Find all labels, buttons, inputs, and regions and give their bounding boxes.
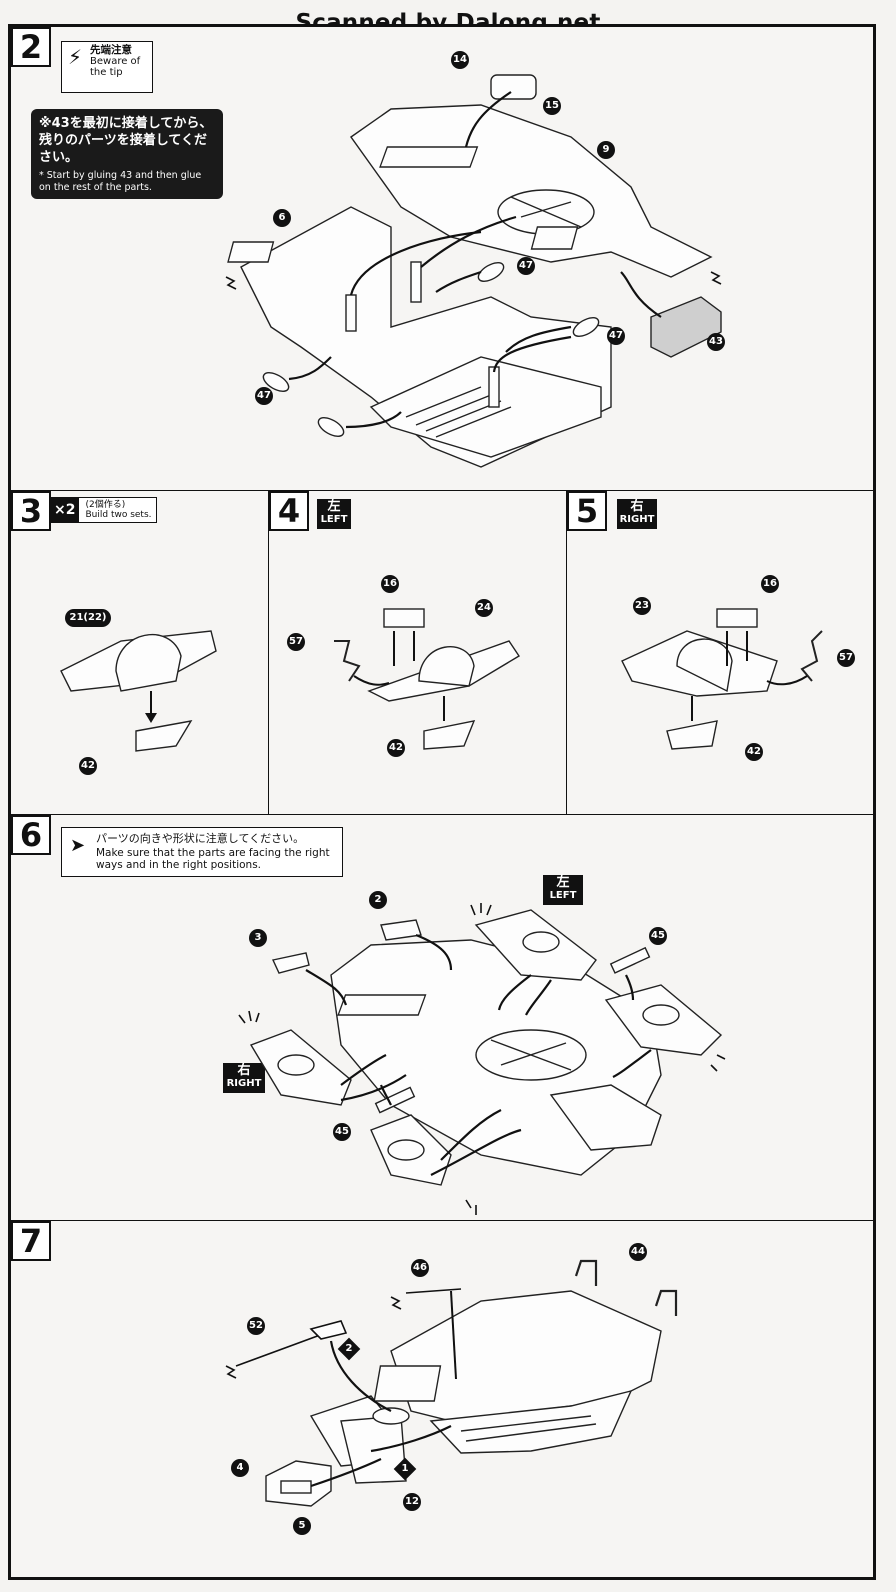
part-label-57: 57 bbox=[287, 633, 305, 651]
part-label-42: 42 bbox=[387, 739, 405, 757]
order-marker-2: 2 bbox=[337, 1337, 361, 1361]
part-label-46: 46 bbox=[411, 1259, 429, 1277]
step-5-diagram bbox=[621, 608, 823, 750]
part-label-3: 3 bbox=[249, 929, 267, 947]
note-en: Make sure that the parts are facing the … bbox=[96, 847, 330, 871]
step-number: 2 bbox=[11, 27, 51, 67]
glue-order-note: ※43を最初に接着してから、残りのパーツを接着してください。 * Start b… bbox=[31, 109, 223, 199]
note-en: Build two sets. bbox=[85, 510, 152, 520]
step-7-panel: 7 bbox=[10, 1220, 874, 1578]
part-label-9: 9 bbox=[597, 141, 615, 159]
part-label-24: 24 bbox=[475, 599, 493, 617]
part-label-15: 15 bbox=[543, 97, 561, 115]
orientation-note: ➤ パーツの向きや形状に注意してください。 Make sure that the… bbox=[61, 827, 343, 877]
caution-jp: 先端注意 bbox=[90, 44, 132, 56]
part-label-45: 45 bbox=[333, 1123, 351, 1141]
pointer-icon: ➤ bbox=[70, 835, 86, 856]
multiplier: ×2 bbox=[50, 497, 80, 523]
step-number: 5 bbox=[567, 491, 607, 531]
step-4-diagram bbox=[334, 608, 520, 750]
step-3-panel: 3 ×2 (2個作る)Build two sets. 21(22) 42 bbox=[10, 490, 270, 816]
part-label-52: 52 bbox=[247, 1317, 265, 1335]
note-jp: ※43を最初に接着してから、残りのパーツを接着してください。 bbox=[39, 116, 213, 165]
part-label-47: 47 bbox=[517, 257, 535, 275]
step-2-panel: 2 ⚡ 先端注意 Beware of the tip ※43を最初に接着してから… bbox=[10, 26, 874, 492]
note-jp: (2個作る) bbox=[85, 500, 126, 510]
part-label-42: 42 bbox=[745, 743, 763, 761]
caution-en: Beware of the tip bbox=[90, 56, 141, 78]
sharp-tip-icon: ⚡ bbox=[68, 45, 83, 69]
part-label-47: 47 bbox=[255, 387, 273, 405]
caution-box: ⚡ 先端注意 Beware of the tip bbox=[61, 41, 153, 93]
part-label-43: 43 bbox=[707, 333, 725, 351]
step-3-diagram bbox=[60, 630, 217, 752]
step-number: 4 bbox=[269, 491, 309, 531]
part-label-6: 6 bbox=[273, 209, 291, 227]
step-7-diagram bbox=[225, 1259, 678, 1507]
step-6-diagram bbox=[238, 903, 726, 1215]
part-label-4: 4 bbox=[231, 1459, 249, 1477]
step-number: 7 bbox=[11, 1221, 51, 1261]
part-label-42: 42 bbox=[79, 757, 97, 775]
part-label-44: 44 bbox=[629, 1243, 647, 1261]
part-label-21-22: 21(22) bbox=[65, 609, 111, 627]
part-label-23: 23 bbox=[633, 597, 651, 615]
build-two-sets-box: ×2 (2個作る)Build two sets. bbox=[49, 497, 157, 523]
part-label-14: 14 bbox=[451, 51, 469, 69]
part-label-57: 57 bbox=[837, 649, 855, 667]
order-marker-1: 1 bbox=[393, 1457, 417, 1481]
part-label-2: 2 bbox=[369, 891, 387, 909]
step-number: 6 bbox=[11, 815, 51, 855]
note-en: * Start by gluing 43 and then glue on th… bbox=[39, 170, 202, 193]
instruction-sheet: 2 ⚡ 先端注意 Beware of the tip ※43を最初に接着してから… bbox=[8, 24, 876, 1580]
part-label-5: 5 bbox=[293, 1517, 311, 1535]
part-label-45: 45 bbox=[649, 927, 667, 945]
step-6-panel: 6 ➤ パーツの向きや形状に注意してください。 Make sure that t… bbox=[10, 814, 874, 1222]
note-jp: パーツの向きや形状に注意してください。 bbox=[96, 832, 305, 845]
step-2-diagram bbox=[225, 74, 722, 468]
step-number: 3 bbox=[11, 491, 51, 531]
part-label-12: 12 bbox=[403, 1493, 421, 1511]
part-label-47: 47 bbox=[607, 327, 625, 345]
part-label-16: 16 bbox=[381, 575, 399, 593]
part-label-16: 16 bbox=[761, 575, 779, 593]
